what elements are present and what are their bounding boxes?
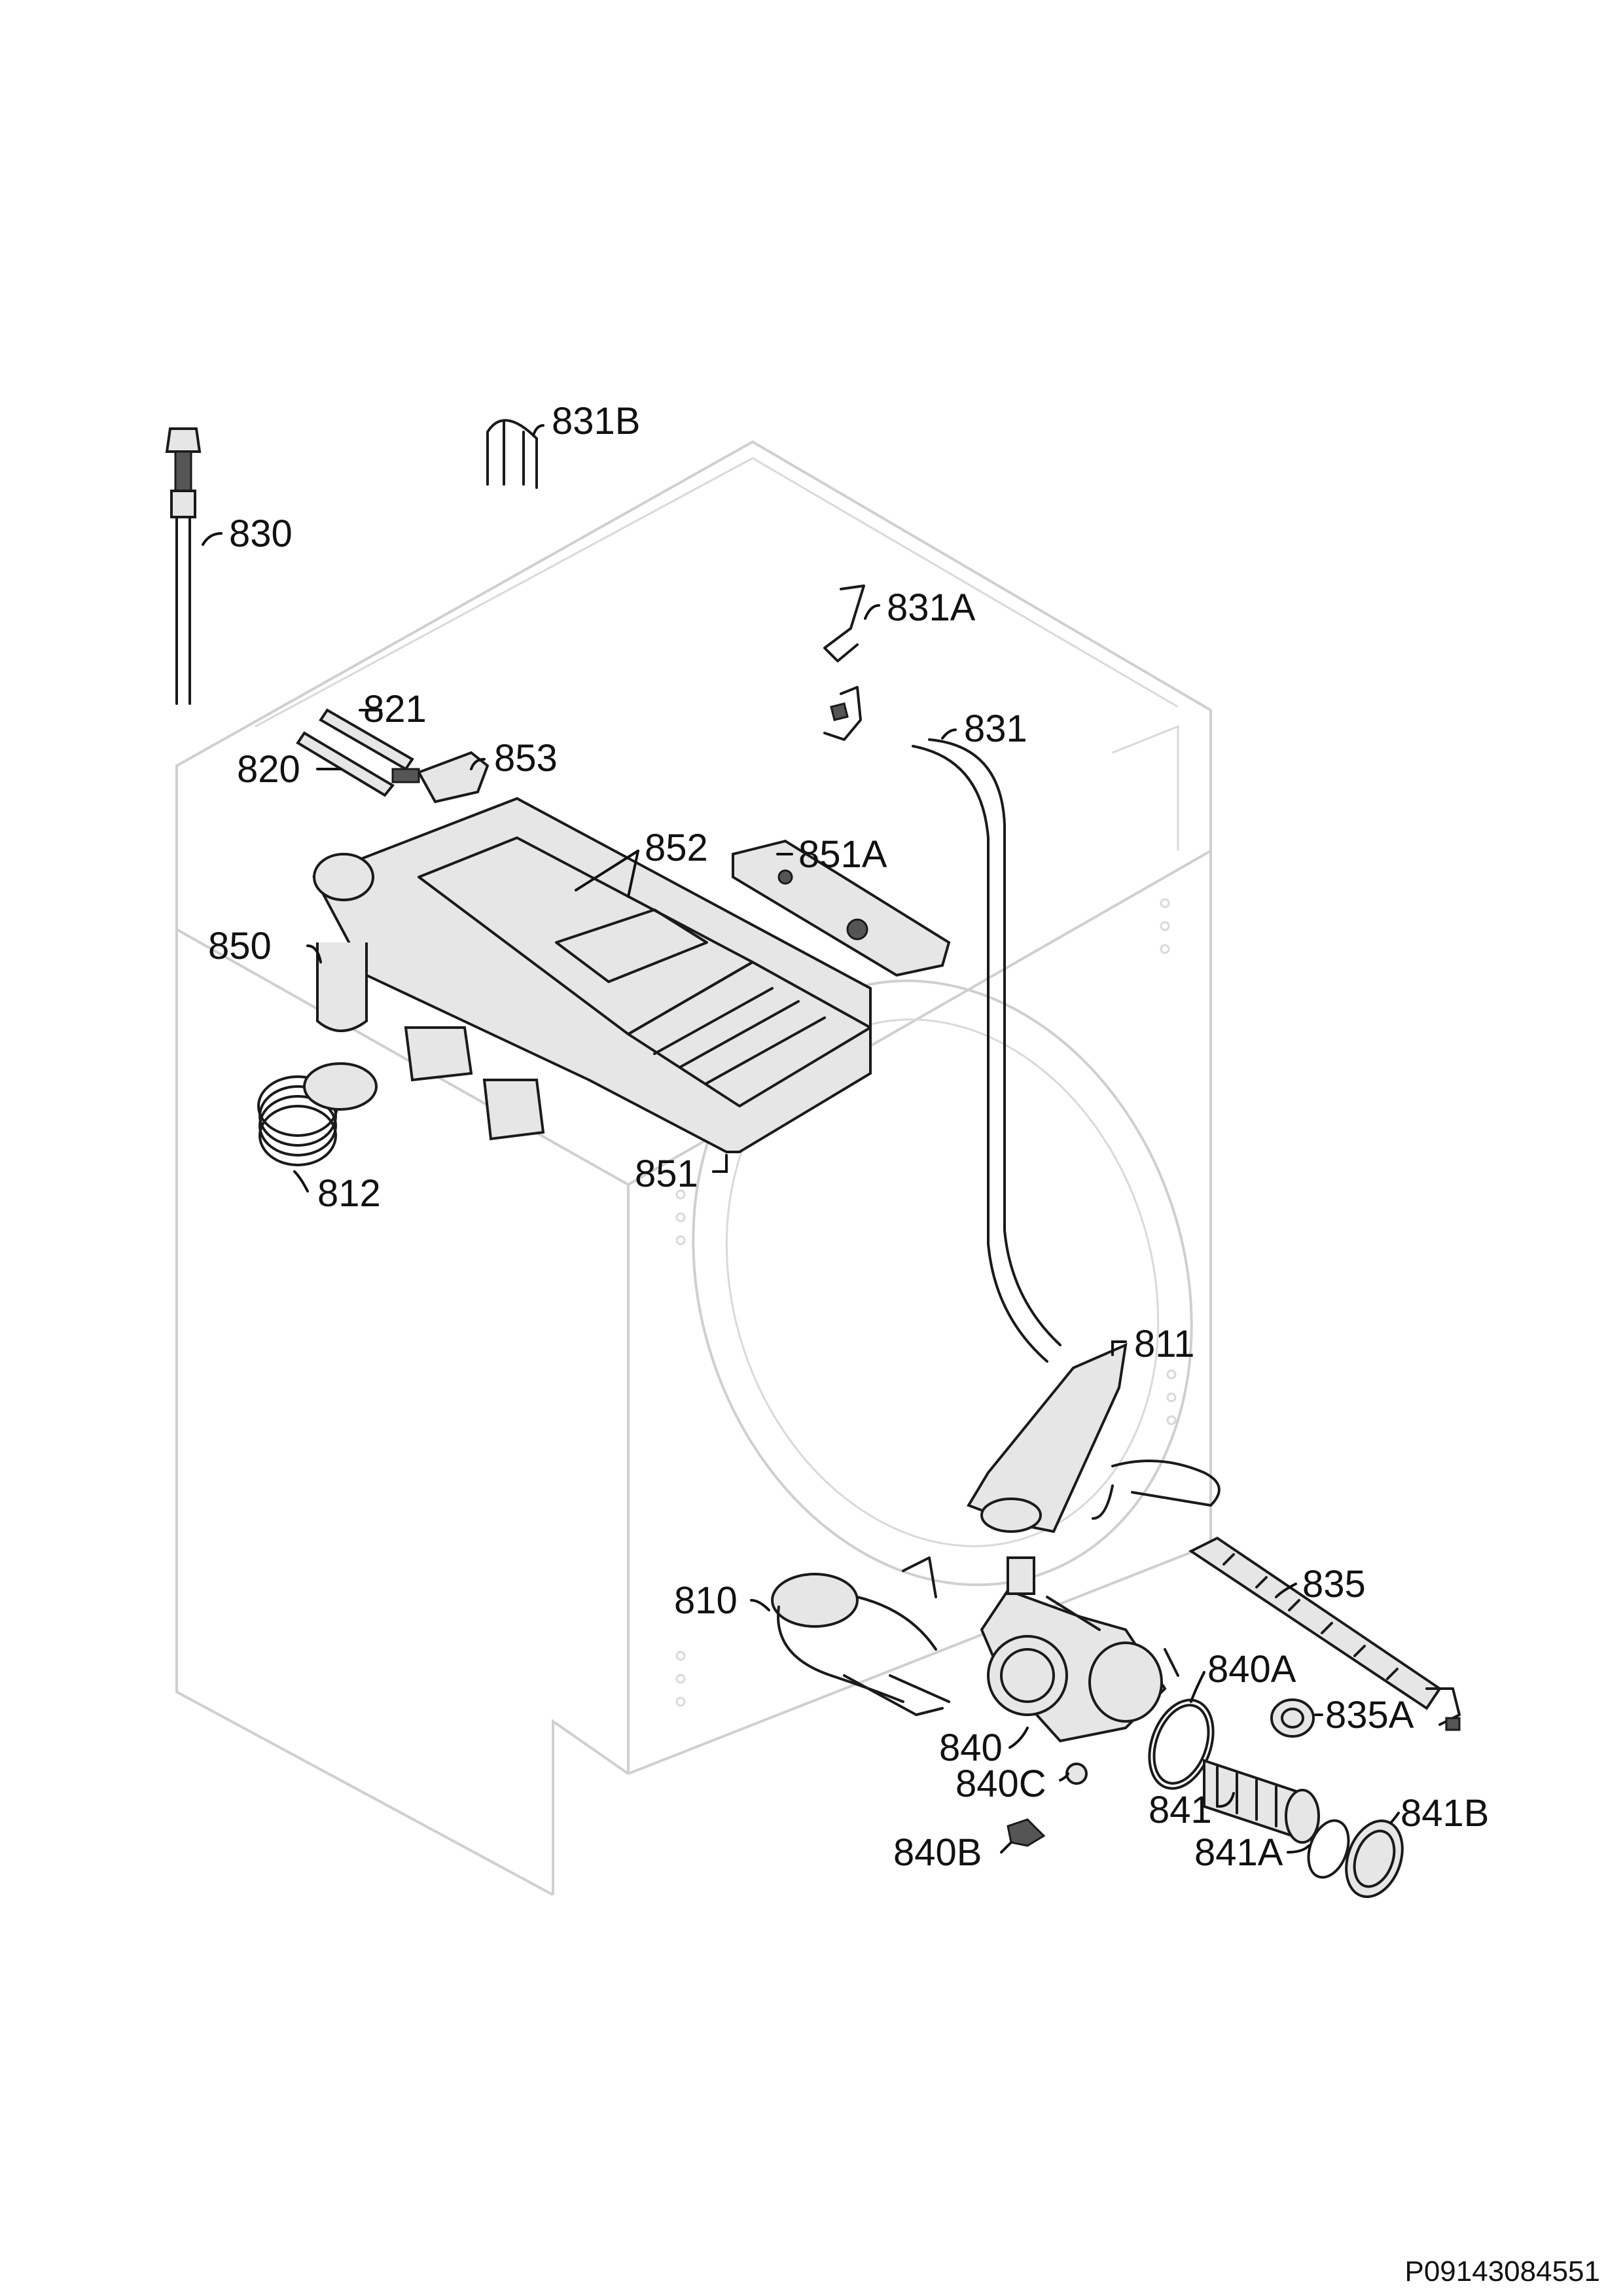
callout-831b: 831B: [552, 400, 640, 442]
pump-body-840: [980, 1556, 1179, 1743]
ring-840a: [1148, 1698, 1215, 1790]
drain-hose-835: [1188, 1536, 1461, 1731]
callout-831: 831: [964, 708, 1027, 750]
tubes-820-821: [296, 708, 414, 797]
part-840b: [1007, 1818, 1046, 1847]
clamp-831a: [823, 584, 865, 741]
callout-831a: 831A: [887, 586, 976, 629]
callout-835a: 835A: [1325, 1694, 1414, 1736]
callout-810: 810: [674, 1579, 738, 1622]
callout-840a: 840A: [1207, 1648, 1296, 1691]
seal-835a: [1270, 1698, 1315, 1738]
callout-835: 835: [1302, 1563, 1366, 1605]
cap-841b: [1345, 1819, 1404, 1899]
callout-850: 850: [208, 925, 272, 967]
callout-841b: 841B: [1400, 1792, 1489, 1835]
callout-840: 840: [939, 1727, 1003, 1769]
callout-851: 851: [635, 1153, 698, 1195]
valve-853: [391, 751, 490, 804]
callout-labels: 831B 830 831A 821 853 820 831 852 851A 8…: [208, 400, 1489, 1874]
pump-hose-811: [967, 1342, 1221, 1534]
inlet-hose-830: [165, 427, 202, 705]
callout-853: 853: [494, 737, 558, 780]
bellows-812: [257, 1062, 378, 1166]
callout-852: 852: [645, 827, 708, 869]
reference-code: P09143084551: [1404, 2255, 1600, 2287]
dispenser-housing-850-852: [312, 797, 872, 1153]
clip-831b: [486, 419, 538, 489]
callout-812: 812: [317, 1172, 381, 1215]
callout-830: 830: [229, 512, 293, 555]
part-840c: [1065, 1763, 1088, 1785]
filter-841: [1203, 1759, 1320, 1844]
leader-lines: [202, 424, 1400, 1854]
callout-841a: 841A: [1194, 1831, 1283, 1874]
callout-851a: 851A: [798, 833, 887, 876]
sump-hose-810: [771, 1556, 950, 1716]
hose-831: [912, 738, 1061, 1363]
callout-841: 841: [1149, 1789, 1212, 1831]
ring-841a: [1307, 1819, 1350, 1879]
callout-820: 820: [237, 748, 300, 791]
callout-821: 821: [363, 688, 427, 730]
callout-840c: 840C: [955, 1763, 1046, 1805]
dispenser-cover-851a: [732, 839, 951, 977]
callout-811: 811: [1134, 1323, 1194, 1365]
callout-840b: 840B: [893, 1831, 982, 1874]
